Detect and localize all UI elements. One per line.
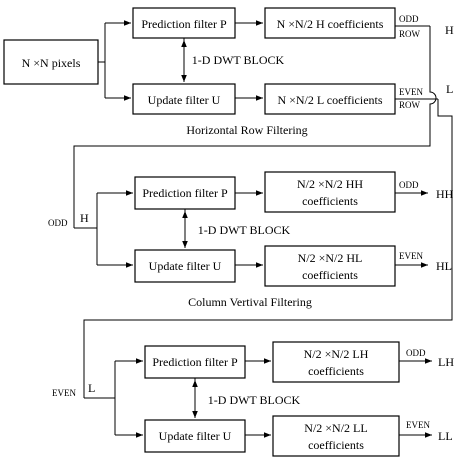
h-output-label: H xyxy=(445,23,454,37)
stage3-column-filtering-l: EVEN L Prediction filter P N/2 ×N/2 LH c… xyxy=(52,341,454,457)
hh-line2: coefficients xyxy=(302,194,358,208)
stage2-even-out-label: EVEN xyxy=(399,251,423,261)
h-route-to-stage2 xyxy=(73,26,437,228)
stage2-odd-out-label: ODD xyxy=(399,180,419,190)
block-title: 1-D DWT BLOCK xyxy=(192,53,285,67)
input-pixels-box xyxy=(3,39,99,85)
hl-line1: N/2 ×N/2 HL xyxy=(298,251,363,265)
odd-label: ODD xyxy=(399,14,419,24)
stage3-odd-out-label: ODD xyxy=(406,348,426,358)
stage3-prediction-filter-box xyxy=(144,345,246,379)
lh-line2: coefficients xyxy=(308,364,364,378)
stage3-l-label: L xyxy=(88,381,95,395)
lh-line1: N/2 ×N/2 LH xyxy=(304,347,369,361)
input-pixels-label: N ×N pixels xyxy=(22,56,81,70)
h-coefficients-label: N ×N/2 H coefficients xyxy=(277,17,384,31)
stage3-prediction-filter-label: Prediction filter P xyxy=(152,355,238,369)
hl-output-label: HL xyxy=(436,259,452,273)
l-coefficients-label: N ×N/2 L coefficients xyxy=(277,93,382,107)
stage2-update-filter-box xyxy=(134,249,236,283)
hh-line1: N/2 ×N/2 HH xyxy=(297,177,363,191)
stage3-even-label: EVEN xyxy=(52,388,76,398)
ll-coefficients-box xyxy=(272,415,400,457)
l-output-label: L xyxy=(446,82,453,96)
stage2-prediction-filter-label: Prediction filter P xyxy=(142,186,228,200)
stage3-update-filter-label: Update filter U xyxy=(159,429,232,443)
row-label-top: ROW xyxy=(399,29,421,39)
update-filter-box xyxy=(132,83,236,115)
stage1-row-filtering: N ×N pixels Prediction filter P N ×N/2 H… xyxy=(3,7,454,398)
stage2-prediction-filter-box xyxy=(134,176,236,210)
hl-coefficients-box xyxy=(264,245,396,287)
ll-line1: N/2 ×N/2 LL xyxy=(304,421,367,435)
stage2-update-filter-label: Update filter U xyxy=(149,259,222,273)
l-route-to-stage3 xyxy=(83,99,453,398)
update-filter-label: Update filter U xyxy=(148,93,221,107)
stage2-column-filtering-h: ODD H Prediction filter P N/2 ×N/2 HH co… xyxy=(48,171,454,309)
hh-output-label: HH xyxy=(436,187,454,201)
prediction-filter-label: Prediction filter P xyxy=(141,17,227,31)
stage3-even-out-label: EVEN xyxy=(406,420,430,430)
column-filtering-caption: Column Vertival Filtering xyxy=(188,295,312,309)
stage2-h-label: H xyxy=(80,211,89,225)
even-label: EVEN xyxy=(399,87,423,97)
l-coefficients-box xyxy=(264,83,396,115)
hh-coefficients-box xyxy=(264,171,396,213)
row-label-bottom: ROW xyxy=(399,100,421,110)
stage2-block-title: 1-D DWT BLOCK xyxy=(198,223,291,237)
stage3-update-filter-box xyxy=(144,419,246,453)
stage3-block-title: 1-D DWT BLOCK xyxy=(208,393,301,407)
lh-coefficients-box xyxy=(272,341,400,383)
hl-line2: coefficients xyxy=(302,268,358,282)
stage2-odd-label: ODD xyxy=(48,218,68,228)
ll-line2: coefficients xyxy=(308,438,364,452)
horizontal-row-filtering-caption: Horizontal Row Filtering xyxy=(186,123,307,137)
lh-output-label: LH xyxy=(438,355,454,369)
ll-output-label: LL xyxy=(438,429,453,443)
h-coefficients-box xyxy=(264,7,396,39)
